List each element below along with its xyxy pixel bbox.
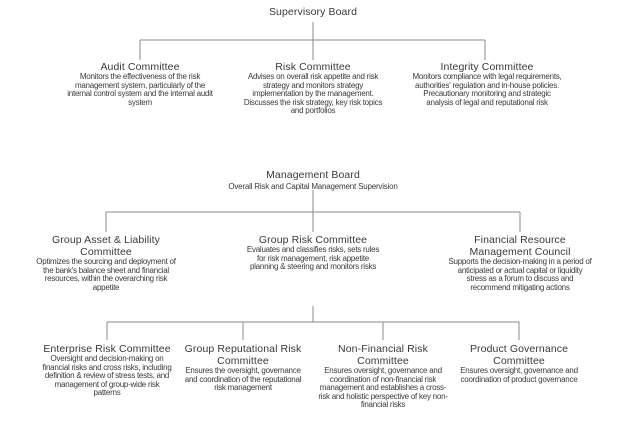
- committee-title: Product Governance Committee: [469, 343, 569, 367]
- committee-description: Supports the decision-making in a period…: [448, 257, 592, 292]
- supervisory-board-title: Supervisory Board: [268, 6, 358, 18]
- committee-description: Monitors compliance with legal requireme…: [412, 72, 562, 107]
- risk-committee: Risk Committee Advises on overall risk a…: [238, 61, 388, 116]
- committee-title: Financial Resource Management Council: [469, 234, 571, 258]
- committee-title: Group Asset & Liability Committee: [52, 234, 160, 258]
- management-board-title: Management Board: [266, 169, 360, 181]
- committee-description: Monitors the effectiveness of the risk m…: [67, 72, 213, 107]
- committee-description: Advises on overall risk appetite and ris…: [243, 72, 383, 116]
- group-risk-committee: Group Risk Committee Evaluates and class…: [243, 234, 383, 272]
- committee-title: Non-Financial Risk Committee: [338, 343, 428, 367]
- product-governance-committee: Product Governance Committee Ensures ove…: [454, 343, 584, 384]
- committee-description: Ensures oversight, governance and coordi…: [318, 366, 448, 410]
- committee-title: Enterprise Risk Committee: [43, 343, 171, 355]
- financial-resource-management-council: Financial Resource Management Council Su…: [447, 234, 593, 292]
- management-board: Management Board Overall Risk and Capita…: [173, 169, 453, 191]
- committee-description: Evaluates and classifies risks, sets rul…: [246, 245, 380, 272]
- committee-description: Ensures the oversight, governance and co…: [184, 366, 302, 393]
- committee-title: Risk Committee: [275, 61, 351, 73]
- audit-committee: Audit Committee Monitors the effectivene…: [65, 61, 215, 107]
- group-alco: Group Asset & Liability Committee Optimi…: [36, 234, 176, 292]
- management-board-subtitle: Overall Risk and Capital Management Supe…: [228, 182, 398, 191]
- committee-title: Audit Committee: [100, 61, 180, 73]
- group-reputational-risk-committee: Group Reputational Risk Committee Ensure…: [180, 343, 306, 393]
- committee-title: Group Risk Committee: [258, 234, 368, 246]
- committee-title: Group Reputational Risk Committee: [184, 343, 302, 367]
- supervisory-board: Supervisory Board: [213, 6, 413, 18]
- integrity-committee: Integrity Committee Monitors compliance …: [412, 61, 562, 107]
- committee-description: Oversight and decision-making on financi…: [42, 354, 172, 398]
- committee-description: Ensures oversight, governance and coordi…: [460, 366, 578, 384]
- committee-title: Integrity Committee: [440, 61, 534, 73]
- enterprise-risk-committee: Enterprise Risk Committee Oversight and …: [42, 343, 172, 398]
- committee-description: Optimizes the sourcing and deployment of…: [36, 257, 176, 292]
- non-financial-risk-committee: Non-Financial Risk Committee Ensures ove…: [318, 343, 448, 410]
